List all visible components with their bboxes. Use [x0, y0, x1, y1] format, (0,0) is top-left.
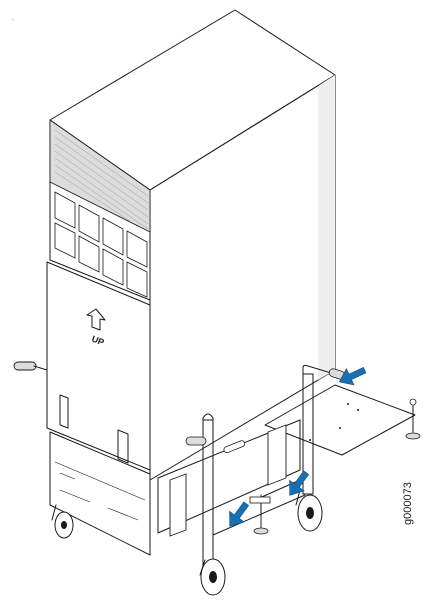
arrow-right-bracket: [289, 470, 310, 496]
caster-left-front: [51, 504, 74, 539]
figure-id-label: g000073: [402, 482, 414, 525]
cart-post-rear: [302, 373, 314, 495]
caster-right: [295, 489, 323, 532]
cart-side-panel: [157, 419, 301, 534]
corner-mark: .: [12, 16, 14, 22]
base-details: [54, 461, 146, 521]
panel-handle-left[interactable]: [59, 394, 69, 429]
leveling-screw[interactable]: [249, 494, 271, 535]
chassis-side-shade: [318, 75, 335, 380]
front-post-cap: [202, 413, 214, 429]
cart-slot: [223, 440, 246, 454]
panel-handle-right[interactable]: [117, 429, 129, 464]
front-handle-grip[interactable]: [185, 436, 207, 446]
router-chassis: UP: [13, 9, 336, 556]
panel-up-label: UP: [90, 334, 105, 348]
grille-perforation: [54, 129, 149, 230]
stabilizer-foot[interactable]: [405, 398, 421, 440]
platform-holes: [309, 403, 359, 441]
crank-handle-icon[interactable]: [13, 361, 48, 371]
arrow-platform: [338, 366, 367, 386]
lift-cart: [157, 364, 421, 571]
up-arrow-icon: UP: [86, 308, 106, 348]
arrow-left-bracket: [229, 501, 250, 527]
chassis-side-face: [149, 74, 336, 481]
module-slots: [54, 191, 148, 298]
chassis-base: [49, 431, 151, 556]
lift-platform: [264, 384, 416, 456]
front-cover-panel: [46, 261, 151, 471]
caster-center: [199, 558, 226, 596]
mounting-bracket-icon: [169, 424, 287, 537]
cart-handle-rear[interactable]: [302, 364, 342, 379]
direction-arrow-icon: [229, 366, 367, 527]
